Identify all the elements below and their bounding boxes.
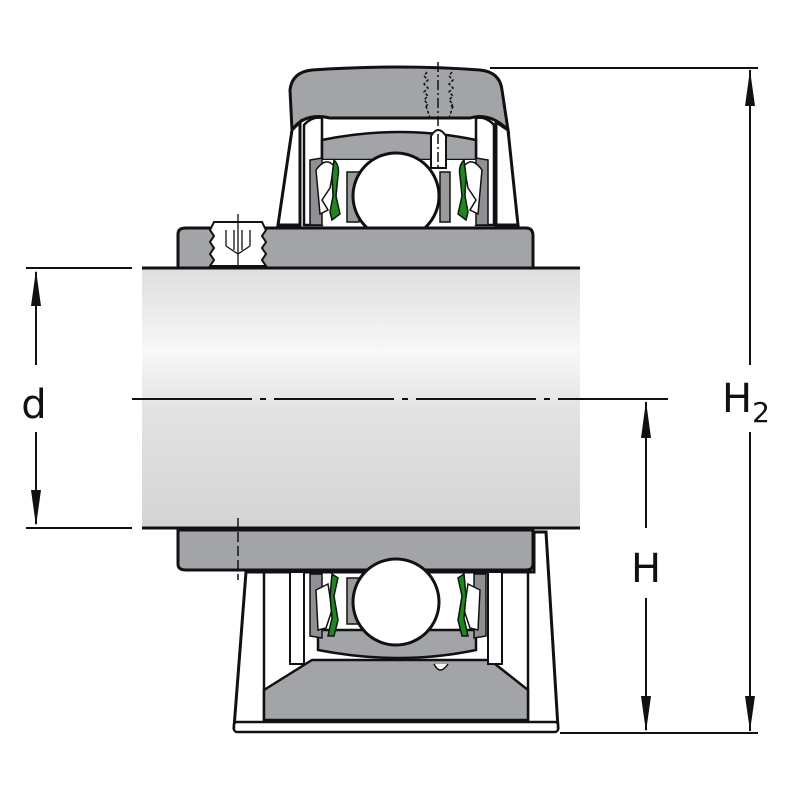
dimension-d-label: d: [21, 382, 46, 428]
upper-seals: [309, 157, 489, 226]
grub-screw: [208, 214, 268, 276]
lubrication-thread: [422, 62, 455, 170]
lower-ball: [351, 557, 441, 647]
upper-ball: [351, 151, 441, 241]
dimension-h-label: H: [631, 546, 661, 592]
dimension-h2-main: H: [722, 376, 752, 422]
dimension-h2-label: H2: [722, 376, 770, 429]
lower-seals: [309, 572, 487, 639]
dimension-h: [600, 398, 668, 732]
dimension-h2-subscript: 2: [752, 396, 770, 429]
upper-inner-ring: [176, 226, 535, 270]
dimension-h2: [490, 67, 758, 734]
dimension-d: [26, 267, 132, 529]
